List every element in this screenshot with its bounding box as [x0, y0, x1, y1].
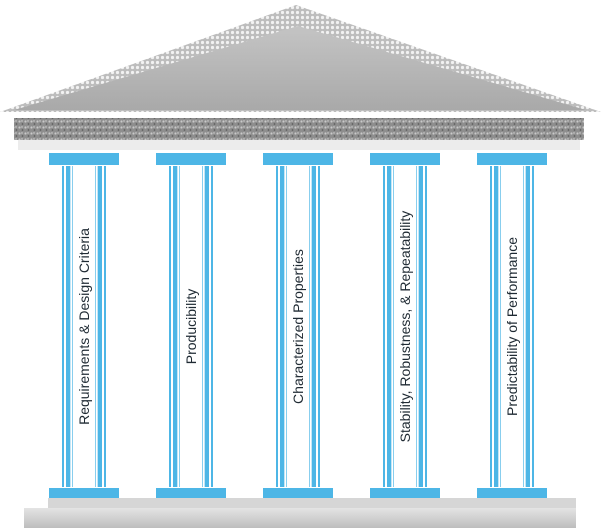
pillar-flute: [316, 166, 318, 487]
pillar-flute: [209, 166, 211, 487]
pillar-label: Characterized Properties: [290, 249, 306, 404]
pillar-label-panel: [180, 166, 202, 487]
pillar-base: [477, 488, 547, 500]
temple-base: [24, 498, 576, 528]
pillar-capital: [370, 153, 440, 165]
pillar-label-panel: [287, 166, 309, 487]
frieze-band: [14, 118, 584, 140]
roof-inner: [14, 26, 586, 110]
pillar-label: Requirements & Design Criteria: [76, 228, 92, 425]
pillar-flute: [202, 166, 205, 487]
pillar-flute: [416, 166, 419, 487]
pillar-5: Predictability of Performance: [477, 153, 547, 500]
pillar-flute: [284, 166, 287, 487]
pillar-base: [156, 488, 226, 500]
pillar-label: Stability, Robustness, & Repeatability: [397, 211, 413, 443]
pillar-label: Producibility: [183, 289, 199, 364]
pillar-flute: [385, 166, 387, 487]
pillar-1: Requirements & Design Criteria: [49, 153, 119, 500]
pillar-flute: [70, 166, 73, 487]
pillar-label-panel: [73, 166, 95, 487]
pillar-flute: [171, 166, 173, 487]
pillar-label-panel: [501, 166, 523, 487]
base-step: [24, 508, 576, 528]
pillar-label: Predictability of Performance: [504, 237, 520, 416]
entablature: [14, 118, 584, 150]
pillar-flute: [177, 166, 180, 487]
pillar-3: Characterized Properties: [263, 153, 333, 500]
pillar-flute: [523, 166, 526, 487]
pillar-flute: [102, 166, 104, 487]
pillar-flute: [498, 166, 501, 487]
columns: Requirements & Design Criteria Producibil…: [49, 153, 547, 500]
base-top: [48, 498, 576, 508]
pillar-capital: [156, 153, 226, 165]
pillar-capital: [49, 153, 119, 165]
pillar-flute: [492, 166, 494, 487]
pillar-4: Stability, Robustness, & Repeatability: [370, 153, 440, 500]
pillar-flute: [309, 166, 312, 487]
pillar-capital: [263, 153, 333, 165]
pillar-flute: [391, 166, 394, 487]
pillar-flute: [64, 166, 66, 487]
pillar-flute: [423, 166, 425, 487]
pillar-base: [370, 488, 440, 500]
pillar-base: [263, 488, 333, 500]
roof: [0, 5, 601, 112]
pillar-flute: [530, 166, 532, 487]
pillar-flute: [95, 166, 98, 487]
architrave: [18, 140, 580, 150]
pillar-label-panel: [394, 166, 416, 487]
pillar-capital: [477, 153, 547, 165]
pillar-2: Producibility: [156, 153, 226, 500]
pillar-base: [49, 488, 119, 500]
pillar-flute: [278, 166, 280, 487]
